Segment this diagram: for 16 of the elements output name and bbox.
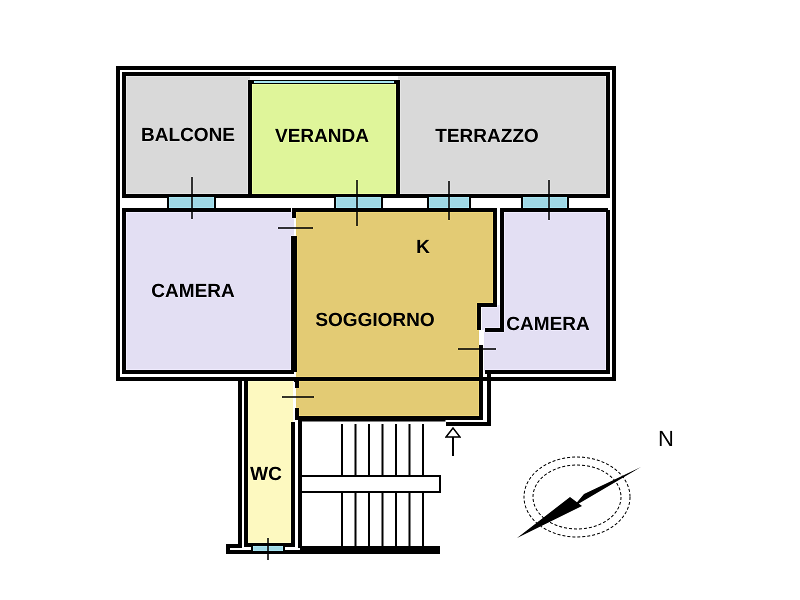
- room-label: WC: [250, 464, 282, 486]
- room: [296, 210, 495, 418]
- north-label: N: [658, 426, 674, 452]
- room-label: BALCONE: [141, 125, 235, 147]
- room: [124, 210, 294, 372]
- room: [247, 380, 293, 546]
- entrance-arrow: [445, 427, 461, 456]
- room-label: VERANDA: [275, 126, 369, 148]
- room: [124, 74, 250, 196]
- room-label: CAMERA: [151, 281, 235, 303]
- room: [250, 82, 398, 196]
- room-label: CAMERA: [506, 314, 590, 336]
- room-label: TERRAZZO: [435, 126, 539, 148]
- room-label: K: [416, 237, 430, 259]
- room-label: SOGGIORNO: [315, 310, 435, 332]
- room: [398, 74, 608, 196]
